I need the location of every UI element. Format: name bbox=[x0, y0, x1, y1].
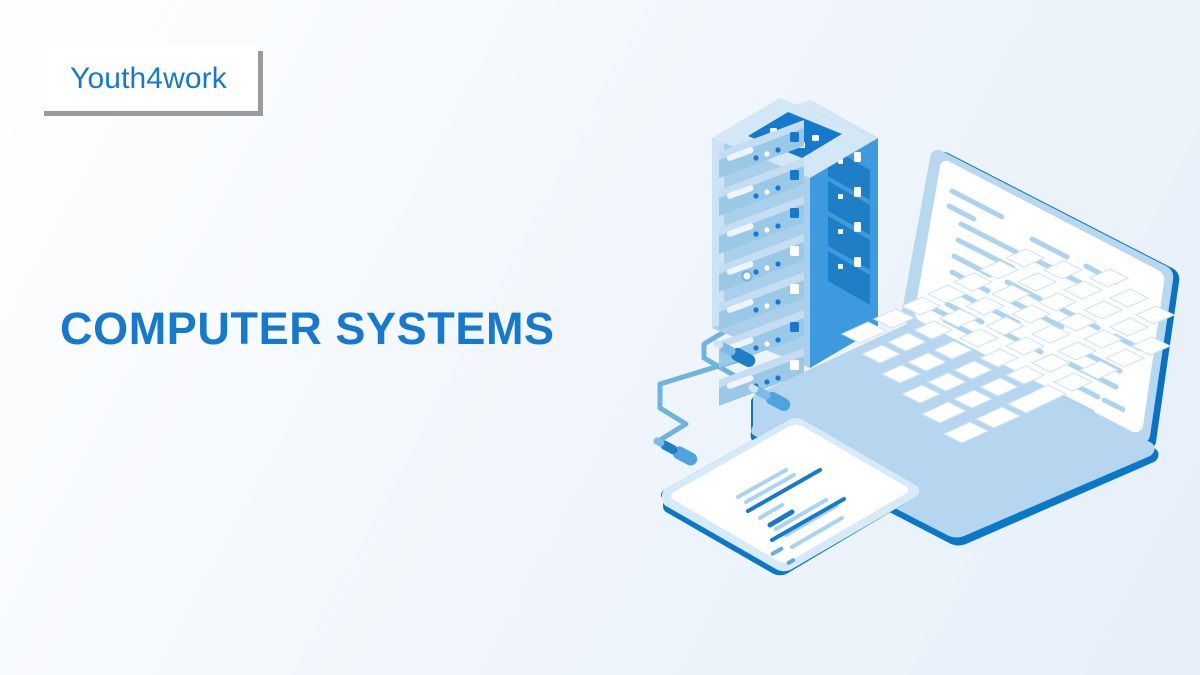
phone-screen bbox=[671, 424, 908, 563]
server-front-slots bbox=[719, 120, 804, 406]
smartphone bbox=[653, 417, 920, 576]
server-rack bbox=[712, 98, 878, 406]
keyboard-row-6 bbox=[942, 336, 1172, 444]
brand-logo-text: Youth4work bbox=[70, 61, 227, 95]
hero-illustration bbox=[620, 28, 1200, 660]
server-cable-port bbox=[741, 270, 753, 282]
laptop-keyboard bbox=[840, 248, 1176, 444]
keyboard-row-5 bbox=[920, 305, 1176, 424]
phone-speaker-indicator bbox=[770, 546, 796, 565]
phone-cable-connector bbox=[653, 437, 698, 466]
brand-logo[interactable]: Youth4work bbox=[39, 46, 258, 111]
server-side-bay-lights bbox=[838, 152, 861, 269]
keyboard-row-2 bbox=[860, 260, 1084, 364]
keyboard-row-4 bbox=[900, 288, 1150, 404]
phone-content-lines bbox=[736, 468, 846, 549]
keyboard-row-1 bbox=[840, 248, 1046, 344]
page-title: COMPUTER SYSTEMS bbox=[60, 303, 555, 354]
keyboard-row-3 bbox=[880, 268, 1130, 384]
laptop-cable-connectors bbox=[713, 339, 791, 412]
